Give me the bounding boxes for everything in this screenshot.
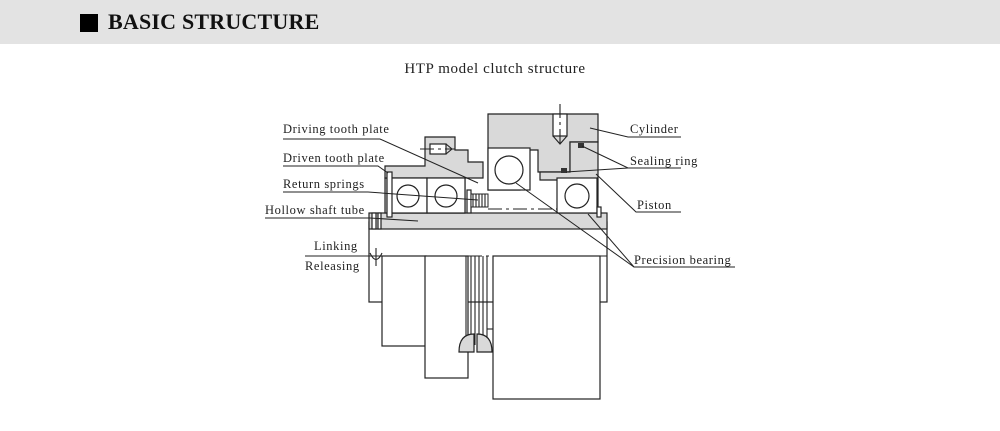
hub-mid-block: [424, 255, 469, 379]
label-driving-tooth-plate: Driving tooth plate: [283, 122, 390, 136]
retaining-clip: [596, 206, 602, 218]
label-driven-tooth-plate: Driven tooth plate: [283, 151, 385, 165]
hub-left-block: [381, 255, 427, 347]
spring-seat: [466, 189, 472, 214]
cylinder-assembly: [487, 104, 602, 218]
leader-hollow-shaft-tube: [265, 217, 419, 222]
label-hollow-shaft-tube: Hollow shaft tube: [265, 203, 365, 217]
return-springs: [470, 193, 489, 208]
driven-tooth-plate: [386, 171, 393, 218]
label-linking: Linking: [314, 239, 358, 253]
leader-driven-tooth-plate: [283, 165, 389, 174]
lower-body: [368, 221, 608, 400]
label-cylinder: Cylinder: [630, 122, 679, 136]
key-right-half: [476, 333, 493, 353]
retaining-ring: [377, 212, 382, 230]
leader-piston: [595, 173, 681, 213]
shaft-tube-body: [368, 212, 608, 230]
retaining-ring: [371, 212, 377, 230]
hollow-shaft-tube: [368, 212, 608, 230]
black-square-icon: [80, 14, 98, 32]
driving-tooth-plate-body: [384, 136, 484, 179]
leader-sealing-ring-2: [565, 167, 629, 173]
air-port-tip: [552, 135, 568, 145]
leader-return-springs: [283, 191, 479, 201]
label-releasing: Releasing: [305, 259, 360, 273]
ball-right: [434, 184, 458, 208]
bearing-ball-upper: [494, 155, 524, 185]
leader-driving-tooth-plate: [283, 138, 479, 184]
leader-precision-bearing-2: [587, 213, 635, 268]
sealing-ring-lower: [561, 168, 567, 173]
label-return-springs: Return springs: [283, 177, 365, 191]
bearing-ball-lower: [564, 183, 590, 209]
hub-right-block: [492, 255, 601, 400]
left-housing: [384, 136, 489, 218]
leader-lines: [265, 127, 735, 268]
key-left-half: [458, 333, 475, 353]
leader-cylinder: [589, 127, 681, 138]
label-piston: Piston: [637, 198, 672, 212]
sealing-ring-upper: [578, 143, 584, 148]
section-header: BASIC STRUCTURE: [0, 0, 1000, 44]
section-title: BASIC STRUCTURE: [108, 9, 320, 34]
diagram-title: HTP model clutch structure: [404, 61, 586, 77]
label-sealing-ring: Sealing ring: [630, 154, 698, 168]
label-precision-bearing: Precision bearing: [634, 253, 731, 267]
ball-left: [396, 184, 420, 208]
